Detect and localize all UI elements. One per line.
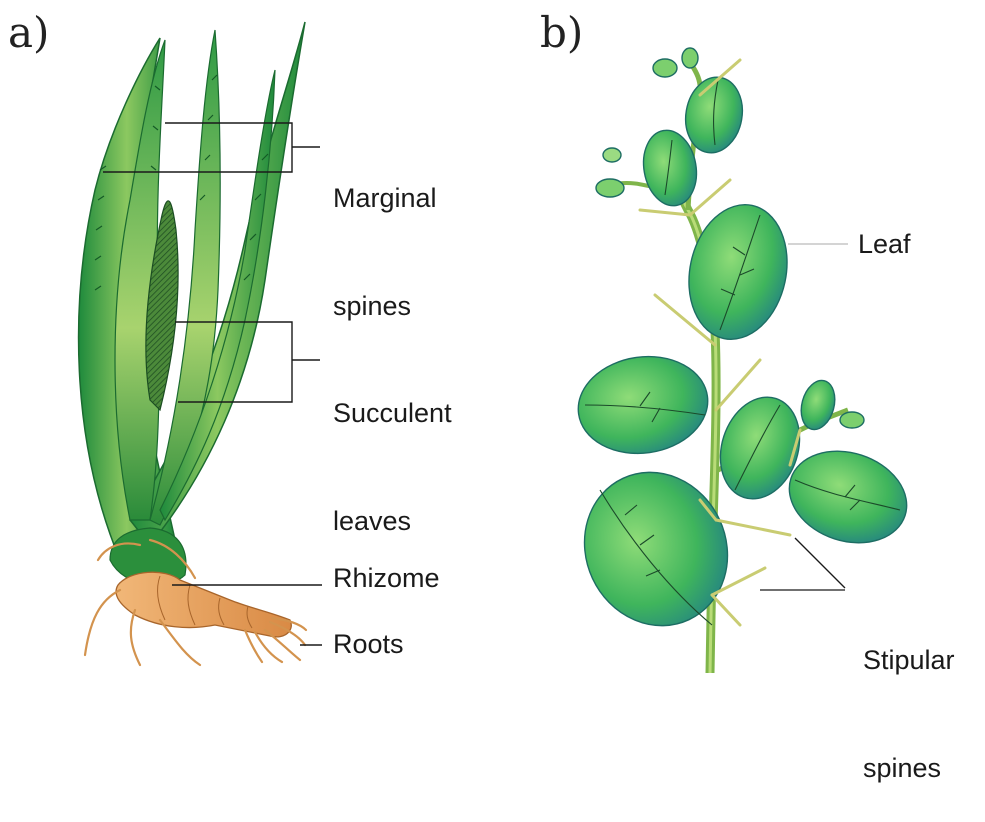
marginal-spines-line1: Marginal <box>333 180 437 216</box>
succulent-leaves-line1: Succulent <box>333 395 452 431</box>
panel-b-label: b) <box>540 12 583 54</box>
bud-right <box>840 412 864 428</box>
leaf-bottom-left <box>560 449 753 650</box>
bud-left <box>596 179 624 197</box>
leaf-label: Leaf <box>858 226 911 262</box>
bud-top-2 <box>682 48 698 68</box>
leaf-small-right <box>796 377 840 434</box>
panel-a-label: a) <box>8 12 49 54</box>
stipular-spines-label: Stipular spines <box>863 570 955 822</box>
succulent-leaves-line2: leaves <box>333 503 452 539</box>
succulent-plant-illustration <box>79 22 306 665</box>
leaves <box>560 48 919 649</box>
bud-top-1 <box>653 59 677 77</box>
bud-top-small <box>603 148 621 162</box>
stipular-spines-pointer-1 <box>795 538 845 588</box>
diagram-canvas <box>0 0 985 673</box>
rhizome-shape <box>116 572 291 637</box>
roots-label: Roots <box>333 626 404 662</box>
rhizome-label: Rhizome <box>333 560 440 596</box>
stipular-spines-line2: spines <box>863 750 955 786</box>
succulent-leaves-label: Succulent leaves <box>333 323 452 575</box>
marginal-spines-line2: spines <box>333 288 437 324</box>
